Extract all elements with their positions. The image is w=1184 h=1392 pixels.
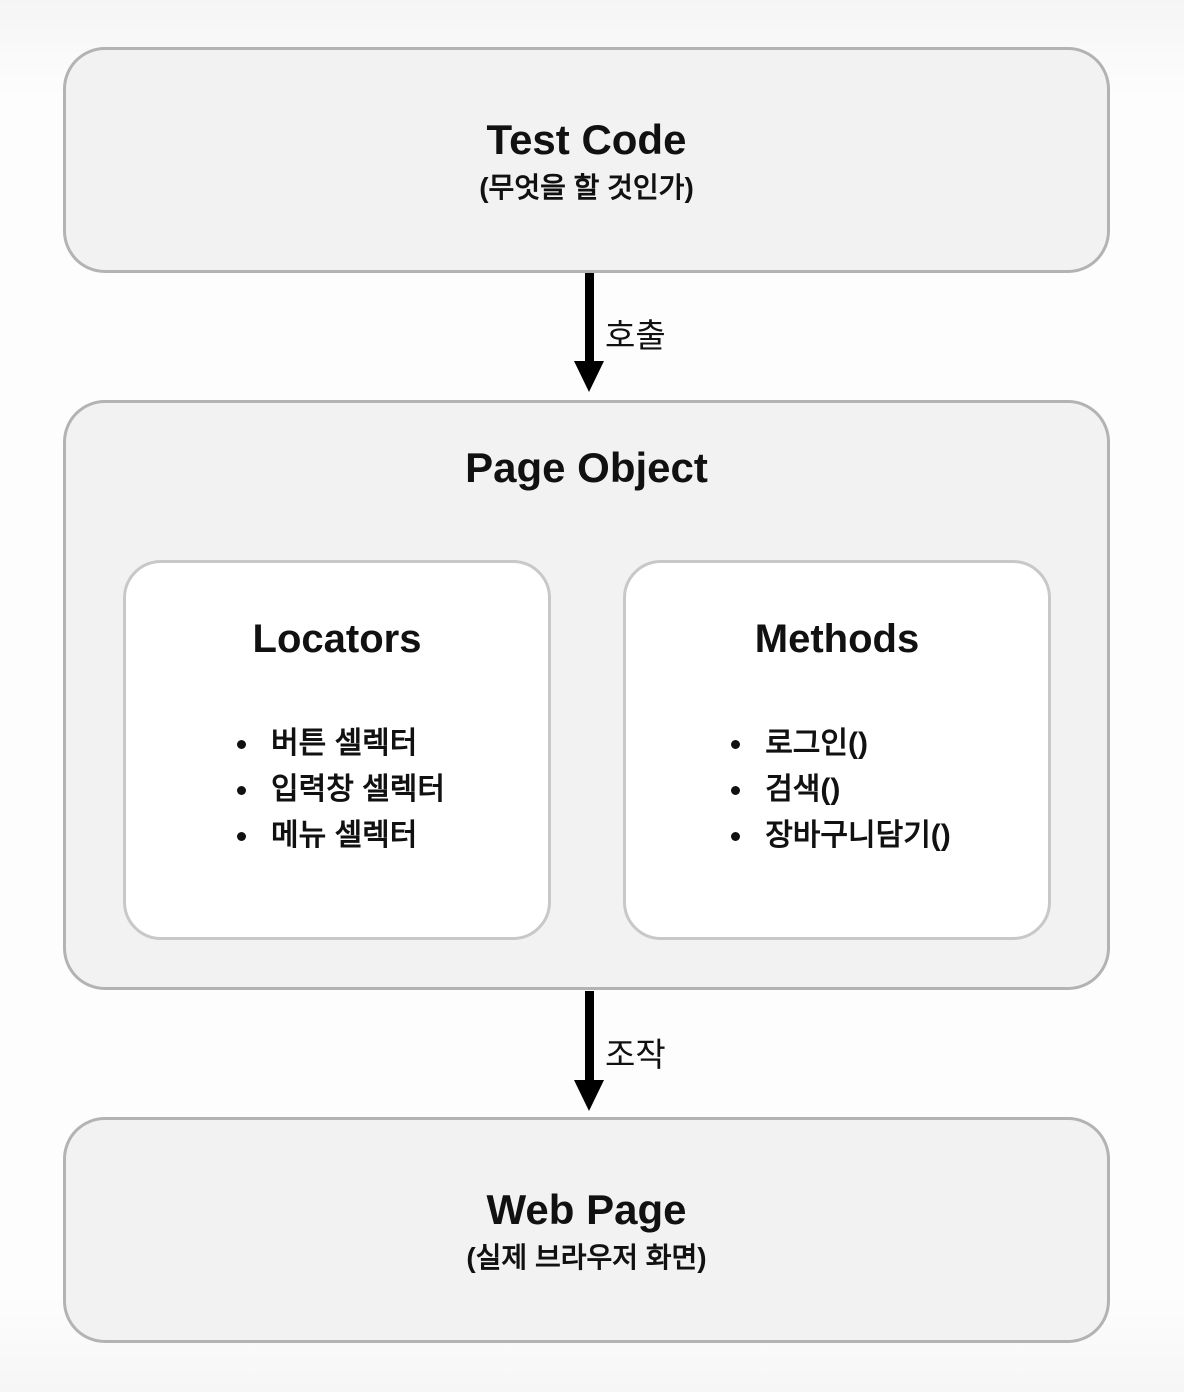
arrow-shaft bbox=[584, 273, 594, 361]
locators-list: 버튼 셀렉터 입력창 셀렉터 메뉴 셀렉터 bbox=[229, 721, 445, 859]
arrow-head bbox=[574, 361, 604, 392]
web-page-subtitle: (실제 브라우저 화면) bbox=[466, 1242, 707, 1273]
node-web-page: Web Page (실제 브라우저 화면) bbox=[63, 1117, 1110, 1343]
down-arrow-icon bbox=[574, 273, 604, 392]
locators-title: Locators bbox=[252, 617, 422, 661]
methods-list-item: 장바구니담기() bbox=[723, 813, 951, 859]
page-object-title: Page Object bbox=[465, 444, 708, 491]
node-locators: Locators 버튼 셀렉터 입력창 셀렉터 메뉴 셀렉터 bbox=[123, 560, 551, 940]
arrow-shaft bbox=[584, 991, 594, 1080]
locators-list-item: 메뉴 셀렉터 bbox=[229, 813, 445, 859]
methods-list-item: 로그인() bbox=[723, 721, 951, 767]
test-code-subtitle: (무엇을 할 것인가) bbox=[479, 172, 694, 203]
node-page-object: Page Object Locators 버튼 셀렉터 입력창 셀렉터 메뉴 셀… bbox=[63, 400, 1110, 990]
node-test-code: Test Code (무엇을 할 것인가) bbox=[63, 47, 1110, 273]
methods-title: Methods bbox=[754, 617, 920, 661]
locators-list-item: 버튼 셀렉터 bbox=[229, 721, 445, 767]
arrow-head bbox=[574, 1080, 604, 1111]
arrow-label-operate: 조작 bbox=[605, 1036, 666, 1073]
web-page-title: Web Page bbox=[486, 1186, 687, 1233]
methods-list: 로그인() 검색() 장바구니담기() bbox=[723, 721, 951, 859]
locators-list-item: 입력창 셀렉터 bbox=[229, 767, 445, 813]
methods-list-item: 검색() bbox=[723, 767, 951, 813]
down-arrow-icon bbox=[574, 991, 604, 1111]
test-code-title: Test Code bbox=[486, 116, 687, 163]
arrow-label-call: 호출 bbox=[605, 317, 666, 354]
node-methods: Methods 로그인() 검색() 장바구니담기() bbox=[623, 560, 1051, 940]
